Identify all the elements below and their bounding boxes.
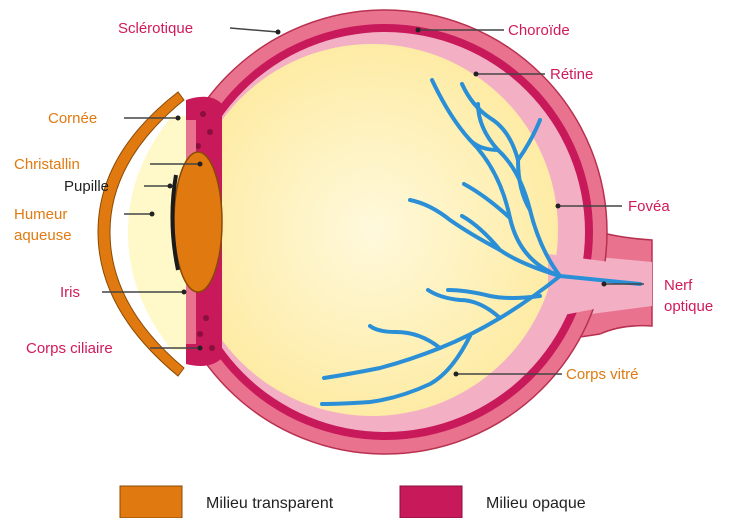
label-christallin: Christallin — [14, 156, 80, 173]
lens — [174, 152, 222, 292]
label-sclerotique: Sclérotique — [118, 20, 193, 37]
label-iris: Iris — [60, 284, 80, 301]
label-nerf-line2: optique — [664, 298, 713, 315]
legend-label-opaque: Milieu opaque — [486, 495, 586, 512]
label-cornee: Cornée — [48, 110, 97, 127]
vitreous-body — [186, 44, 558, 416]
legend-swatch-transparent — [120, 486, 182, 518]
label-humeur-line2: aqueuse — [14, 227, 72, 244]
legend: Milieu transparent Milieu opaque — [120, 486, 586, 518]
label-choroide: Choroïde — [508, 22, 570, 39]
label-pupille: Pupille — [64, 178, 109, 195]
label-fovea: Fovéa — [628, 198, 670, 215]
legend-swatch-opaque — [400, 486, 462, 518]
label-retine: Rétine — [550, 66, 593, 83]
legend-label-transparent: Milieu transparent — [206, 495, 334, 512]
label-nerf-line1: Nerf — [664, 277, 693, 294]
label-humeur-line1: Humeur — [14, 206, 67, 223]
label-corps-vitre: Corps vitré — [566, 366, 639, 383]
label-corps-ciliaire: Corps ciliaire — [26, 340, 113, 357]
